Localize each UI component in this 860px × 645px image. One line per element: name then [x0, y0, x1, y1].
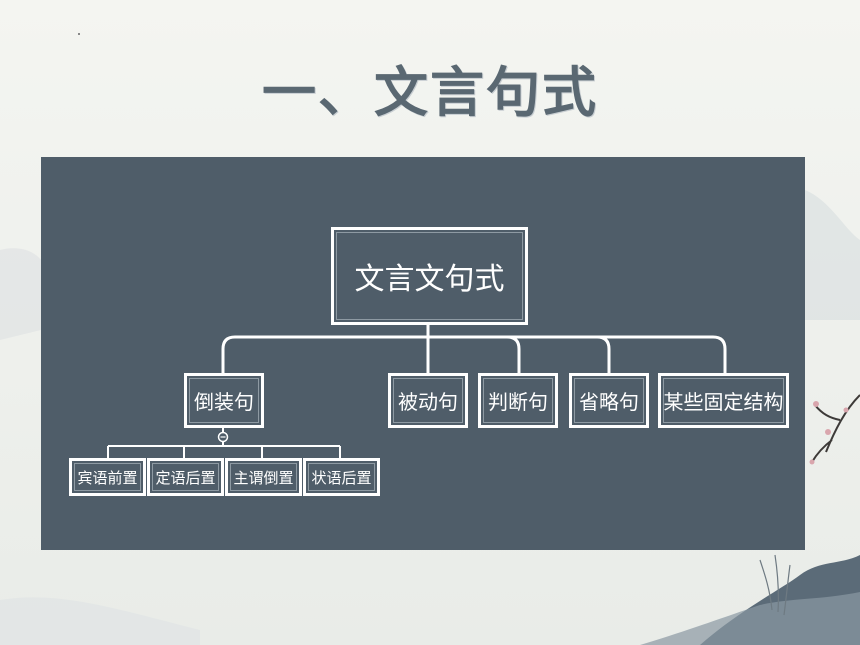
mountain-right	[805, 190, 860, 320]
node-label: 省略句	[579, 390, 639, 414]
plum-blossom	[843, 407, 849, 413]
node-object-preposed: 宾语前置	[69, 458, 146, 496]
node-judgement: 判断句	[478, 373, 558, 428]
node-adverbial-postposed: 状语后置	[303, 458, 380, 496]
connector-bus	[221, 335, 727, 375]
diagram-panel: 文言文句式 倒装句 被动句 判断句 省略句 某些固定结构 宾语前置 定语后置 主…	[41, 157, 805, 550]
node-label: 被动句	[398, 390, 458, 414]
plum-blossom	[825, 429, 831, 435]
node-label: 某些固定结构	[663, 390, 784, 414]
node-root: 文言文句式	[331, 227, 528, 325]
decor-dot	[78, 33, 80, 35]
node-label: 状语后置	[311, 468, 372, 487]
node-subject-predicate-inversion: 主谓倒置	[225, 458, 302, 496]
node-inversion: 倒装句	[184, 373, 264, 428]
node-label: 倒装句	[194, 390, 254, 414]
plum-blossom	[809, 459, 815, 465]
node-root-label: 文言文句式	[354, 262, 505, 297]
node-attributive-postposed: 定语后置	[147, 458, 224, 496]
connector-lines	[107, 322, 727, 459]
connector-to-ellipsis	[595, 335, 611, 375]
node-fixed-structures: 某些固定结构	[658, 373, 789, 428]
node-label: 主谓倒置	[233, 468, 294, 487]
plum-blossom	[813, 401, 819, 407]
plum-branch	[811, 394, 860, 463]
node-label: 定语后置	[155, 468, 216, 487]
mist-left	[0, 248, 49, 340]
node-label: 宾语前置	[77, 468, 138, 487]
node-label: 判断句	[488, 390, 548, 414]
grass-strokes	[759, 554, 791, 616]
node-ellipsis: 省略句	[569, 373, 649, 428]
mountain-bottom-left	[0, 597, 200, 645]
node-passive: 被动句	[388, 373, 468, 428]
connector-to-judgement	[505, 335, 521, 375]
page-title: 一、文言句式	[262, 61, 598, 124]
mountain-bottom-right-light	[640, 592, 860, 645]
